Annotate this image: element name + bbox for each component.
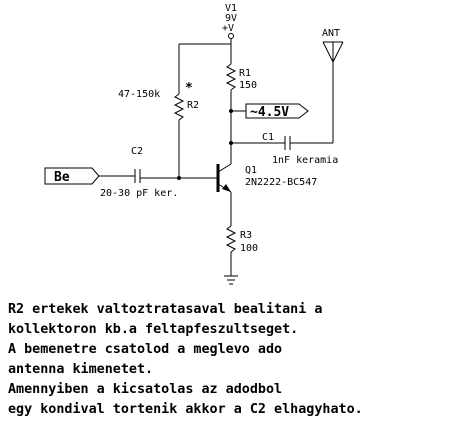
junction-probe <box>229 109 233 113</box>
q1-ref: Q1 <box>245 165 257 176</box>
r3-ref: R3 <box>240 230 252 241</box>
c2-ref: C2 <box>131 146 143 157</box>
voltage-probe-value: ~4.5V <box>250 105 289 120</box>
voltage-probe-box <box>245 103 309 119</box>
r1-resistor <box>225 63 237 91</box>
r3-value: 100 <box>240 243 258 254</box>
r2-value: 47-150k <box>118 89 160 100</box>
r3-resistor <box>225 225 237 253</box>
c1-value: 1nF keramia <box>272 155 338 166</box>
c2-value: 20-30 pF ker. <box>100 188 178 199</box>
instruction-notes: R2 ertekek valtoztratasaval bealitani a … <box>8 300 456 420</box>
junction-base <box>177 176 181 180</box>
note-line: egy kondival tortenik akkor a C2 elhagyh… <box>8 402 363 417</box>
supply-voltage: 9V <box>225 13 237 24</box>
note-line: A bemenetre csatolod a meglevo ado <box>8 342 283 357</box>
schematic-diagram: V1 9V +V R1 150 * 47-150k R2 ~4.5V C1 1n… <box>44 3 344 285</box>
q1-collector-leg <box>217 163 232 173</box>
input-port-label: Be <box>54 170 70 185</box>
note-line: kollektoron kb.a feltapfeszultseget. <box>8 322 299 337</box>
antenna-right <box>332 41 344 63</box>
r2-asterisk: * <box>185 81 193 96</box>
supply-rail-label: +V <box>222 23 234 34</box>
supply-terminal <box>228 33 234 39</box>
antenna-left <box>322 41 334 63</box>
r1-ref: R1 <box>239 68 251 79</box>
q1-emitter-arrow <box>222 184 231 192</box>
note-line: R2 ertekek valtoztratasaval bealitani a <box>8 302 323 317</box>
supply-name: V1 <box>225 3 237 14</box>
r2-ref: R2 <box>187 100 199 111</box>
r1-value: 150 <box>239 80 257 91</box>
junction-c1 <box>229 141 233 145</box>
c1-ref: C1 <box>262 132 274 143</box>
input-port-box <box>44 167 100 185</box>
r2-resistor <box>173 93 185 121</box>
antenna-label: ANT <box>322 28 340 39</box>
q1-value: 2N2222-BC547 <box>245 177 317 188</box>
note-line: Amennyiben a kicsatolas az adodbol <box>8 382 283 397</box>
note-line: antenna kimenetet. <box>8 362 154 377</box>
